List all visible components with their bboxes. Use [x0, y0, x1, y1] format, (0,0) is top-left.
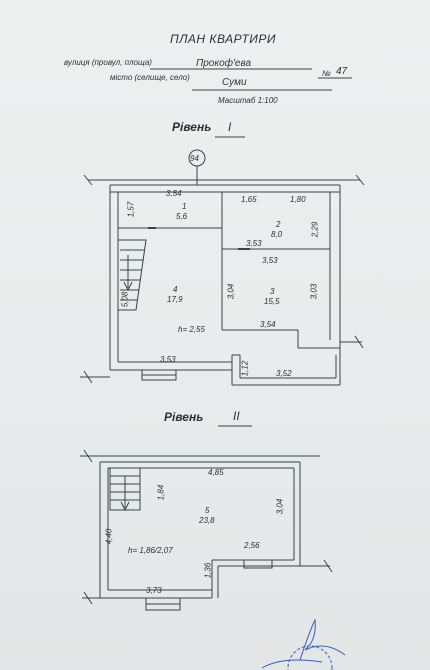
- dim-left-157: 1,57: [126, 201, 136, 218]
- dim-v-136: 1,36: [203, 562, 213, 579]
- scale-text: Масштаб 1:100: [218, 96, 278, 105]
- dim-bottom-353: 3,53: [160, 355, 176, 364]
- level2-height: h= 1,86/2,07: [128, 546, 173, 555]
- dim-353-b: 3,53: [262, 256, 278, 265]
- level2-label: Рівень: [164, 410, 204, 424]
- level1-number: I: [228, 120, 232, 134]
- dim-left-440: 4,40: [104, 528, 114, 545]
- level1-height: h= 2,55: [178, 325, 205, 334]
- room3-number: 3: [270, 287, 275, 296]
- dim-bottom-352: 3,52: [276, 369, 292, 378]
- street-value: Прокоф'ева: [196, 58, 252, 69]
- dim-top-right: 1,80: [290, 195, 306, 204]
- dim-top-mid: 1,65: [241, 195, 257, 204]
- dim-step-256: 2,56: [244, 541, 260, 550]
- room5-area: 23,8: [199, 516, 215, 525]
- city-label: місто (селище, село): [110, 73, 190, 82]
- room2-area: 8,0: [271, 230, 283, 239]
- room1-area: 5,6: [176, 212, 188, 221]
- dim-v-304: 3,04: [226, 283, 236, 300]
- dim-small-112: 1,12: [240, 360, 250, 377]
- dim-top-left: 3,54: [166, 189, 182, 198]
- room4-number: 4: [173, 285, 178, 294]
- axis-marker-label: 94: [190, 154, 199, 163]
- page-title: ПЛАН КВАРТИРИ: [170, 32, 276, 46]
- dim-left-508: 5,08: [120, 291, 130, 308]
- dim-right-304: 3,04: [275, 498, 285, 515]
- level1-label: Рівень: [172, 120, 212, 134]
- number-value: 47: [336, 66, 348, 77]
- number-label: №: [322, 69, 331, 78]
- dim-right-229: 2,29: [310, 221, 320, 238]
- dim-top-485: 4,85: [208, 468, 224, 477]
- room4-area: 17,9: [167, 295, 183, 304]
- city-value: Суми: [222, 77, 247, 88]
- street-label: вулиця (провул, площа): [64, 58, 152, 67]
- dim-right-303: 3,03: [309, 283, 319, 300]
- dim-left-184: 1,84: [156, 484, 166, 501]
- level2-number: II: [233, 409, 240, 423]
- room5-number: 5: [205, 506, 210, 515]
- dim-353-a: 3,53: [246, 239, 262, 248]
- room1-number: 1: [182, 202, 187, 211]
- room2-number: 2: [276, 220, 281, 229]
- dim-bottom-373: 3,73: [146, 586, 162, 595]
- room3-area: 15,5: [264, 297, 280, 306]
- dim-bottom-354: 3,54: [260, 320, 276, 329]
